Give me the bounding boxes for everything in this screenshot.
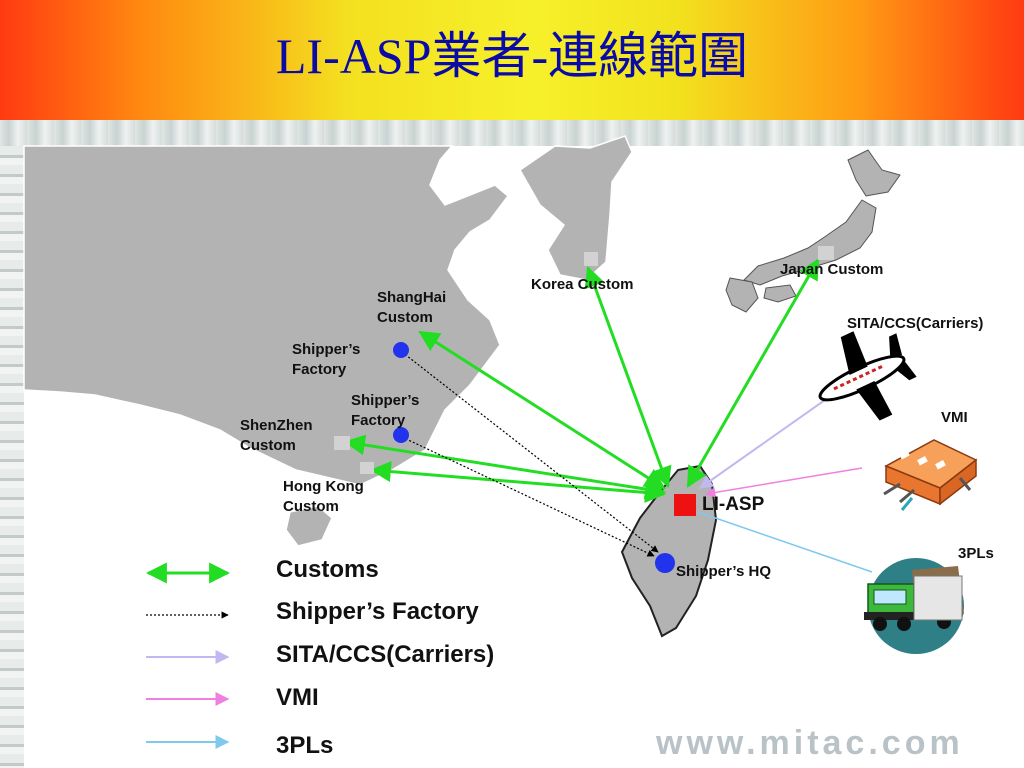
pls-link	[697, 511, 873, 573]
website-url: www.mitac.com	[656, 724, 964, 762]
sita-ccs-label: SITA/CCS(Carriers)	[847, 315, 984, 332]
customs-link-shanghai	[418, 330, 666, 490]
shipper-factory-label-2: Shipper’s Factory	[351, 392, 420, 429]
japan-hokkaido	[847, 149, 901, 197]
factory-link-1	[401, 351, 659, 553]
legend-factory-label: Shipper’s Factory	[276, 598, 479, 625]
decorative-strip	[0, 120, 1024, 146]
shenzhen-marker	[334, 436, 350, 450]
japan-custom-label: Japan Custom	[780, 261, 884, 278]
legend-pls-label: 3PLs	[276, 732, 334, 759]
airplane-icon	[818, 331, 917, 421]
japan-shikoku	[763, 284, 797, 303]
slide-title: LI-ASP業者-連線範圍	[275, 28, 749, 84]
three-pls-label: 3PLs	[958, 545, 994, 562]
customs-link-hongkong	[369, 461, 667, 503]
hainan-island	[285, 505, 333, 547]
shipper-hq-label: Shipper’s HQ	[676, 563, 772, 580]
shipper-factory-node-1	[393, 342, 409, 358]
korea-peninsula	[519, 135, 633, 281]
hongkong-custom-label: Hong Kong Custom	[283, 478, 364, 515]
shipper-factory-node-2	[393, 427, 409, 443]
decorative-side-strip	[0, 146, 24, 768]
li-asp-label: LI-ASP	[702, 494, 765, 515]
shipper-factory-label-1: Shipper’s Factory	[292, 341, 361, 378]
japan-marker	[818, 246, 834, 260]
hongkong-marker	[360, 462, 374, 474]
customs-link-japan	[686, 258, 820, 488]
truck-icon	[864, 558, 964, 654]
sita-link	[698, 387, 843, 489]
shipper-hq-node	[655, 553, 675, 573]
vmi-link	[704, 467, 863, 498]
shanghai-custom-label: ShangHai Custom	[377, 289, 447, 326]
legend-customs-label: Customs	[276, 556, 379, 583]
korea-marker	[584, 252, 598, 266]
vmi-label: VMI	[941, 409, 968, 426]
header-banner	[0, 0, 1024, 120]
li-asp-node	[674, 494, 696, 516]
customs-link-korea	[584, 266, 672, 488]
factory-link-2	[401, 436, 655, 557]
shenzhen-custom-label: ShenZhen Custom	[240, 417, 313, 454]
legend-vmi-label: VMI	[276, 684, 319, 711]
warehouse-icon	[883, 439, 978, 511]
korea-custom-label: Korea Custom	[531, 276, 634, 293]
legend-sita-label: SITA/CCS(Carriers)	[276, 641, 495, 668]
